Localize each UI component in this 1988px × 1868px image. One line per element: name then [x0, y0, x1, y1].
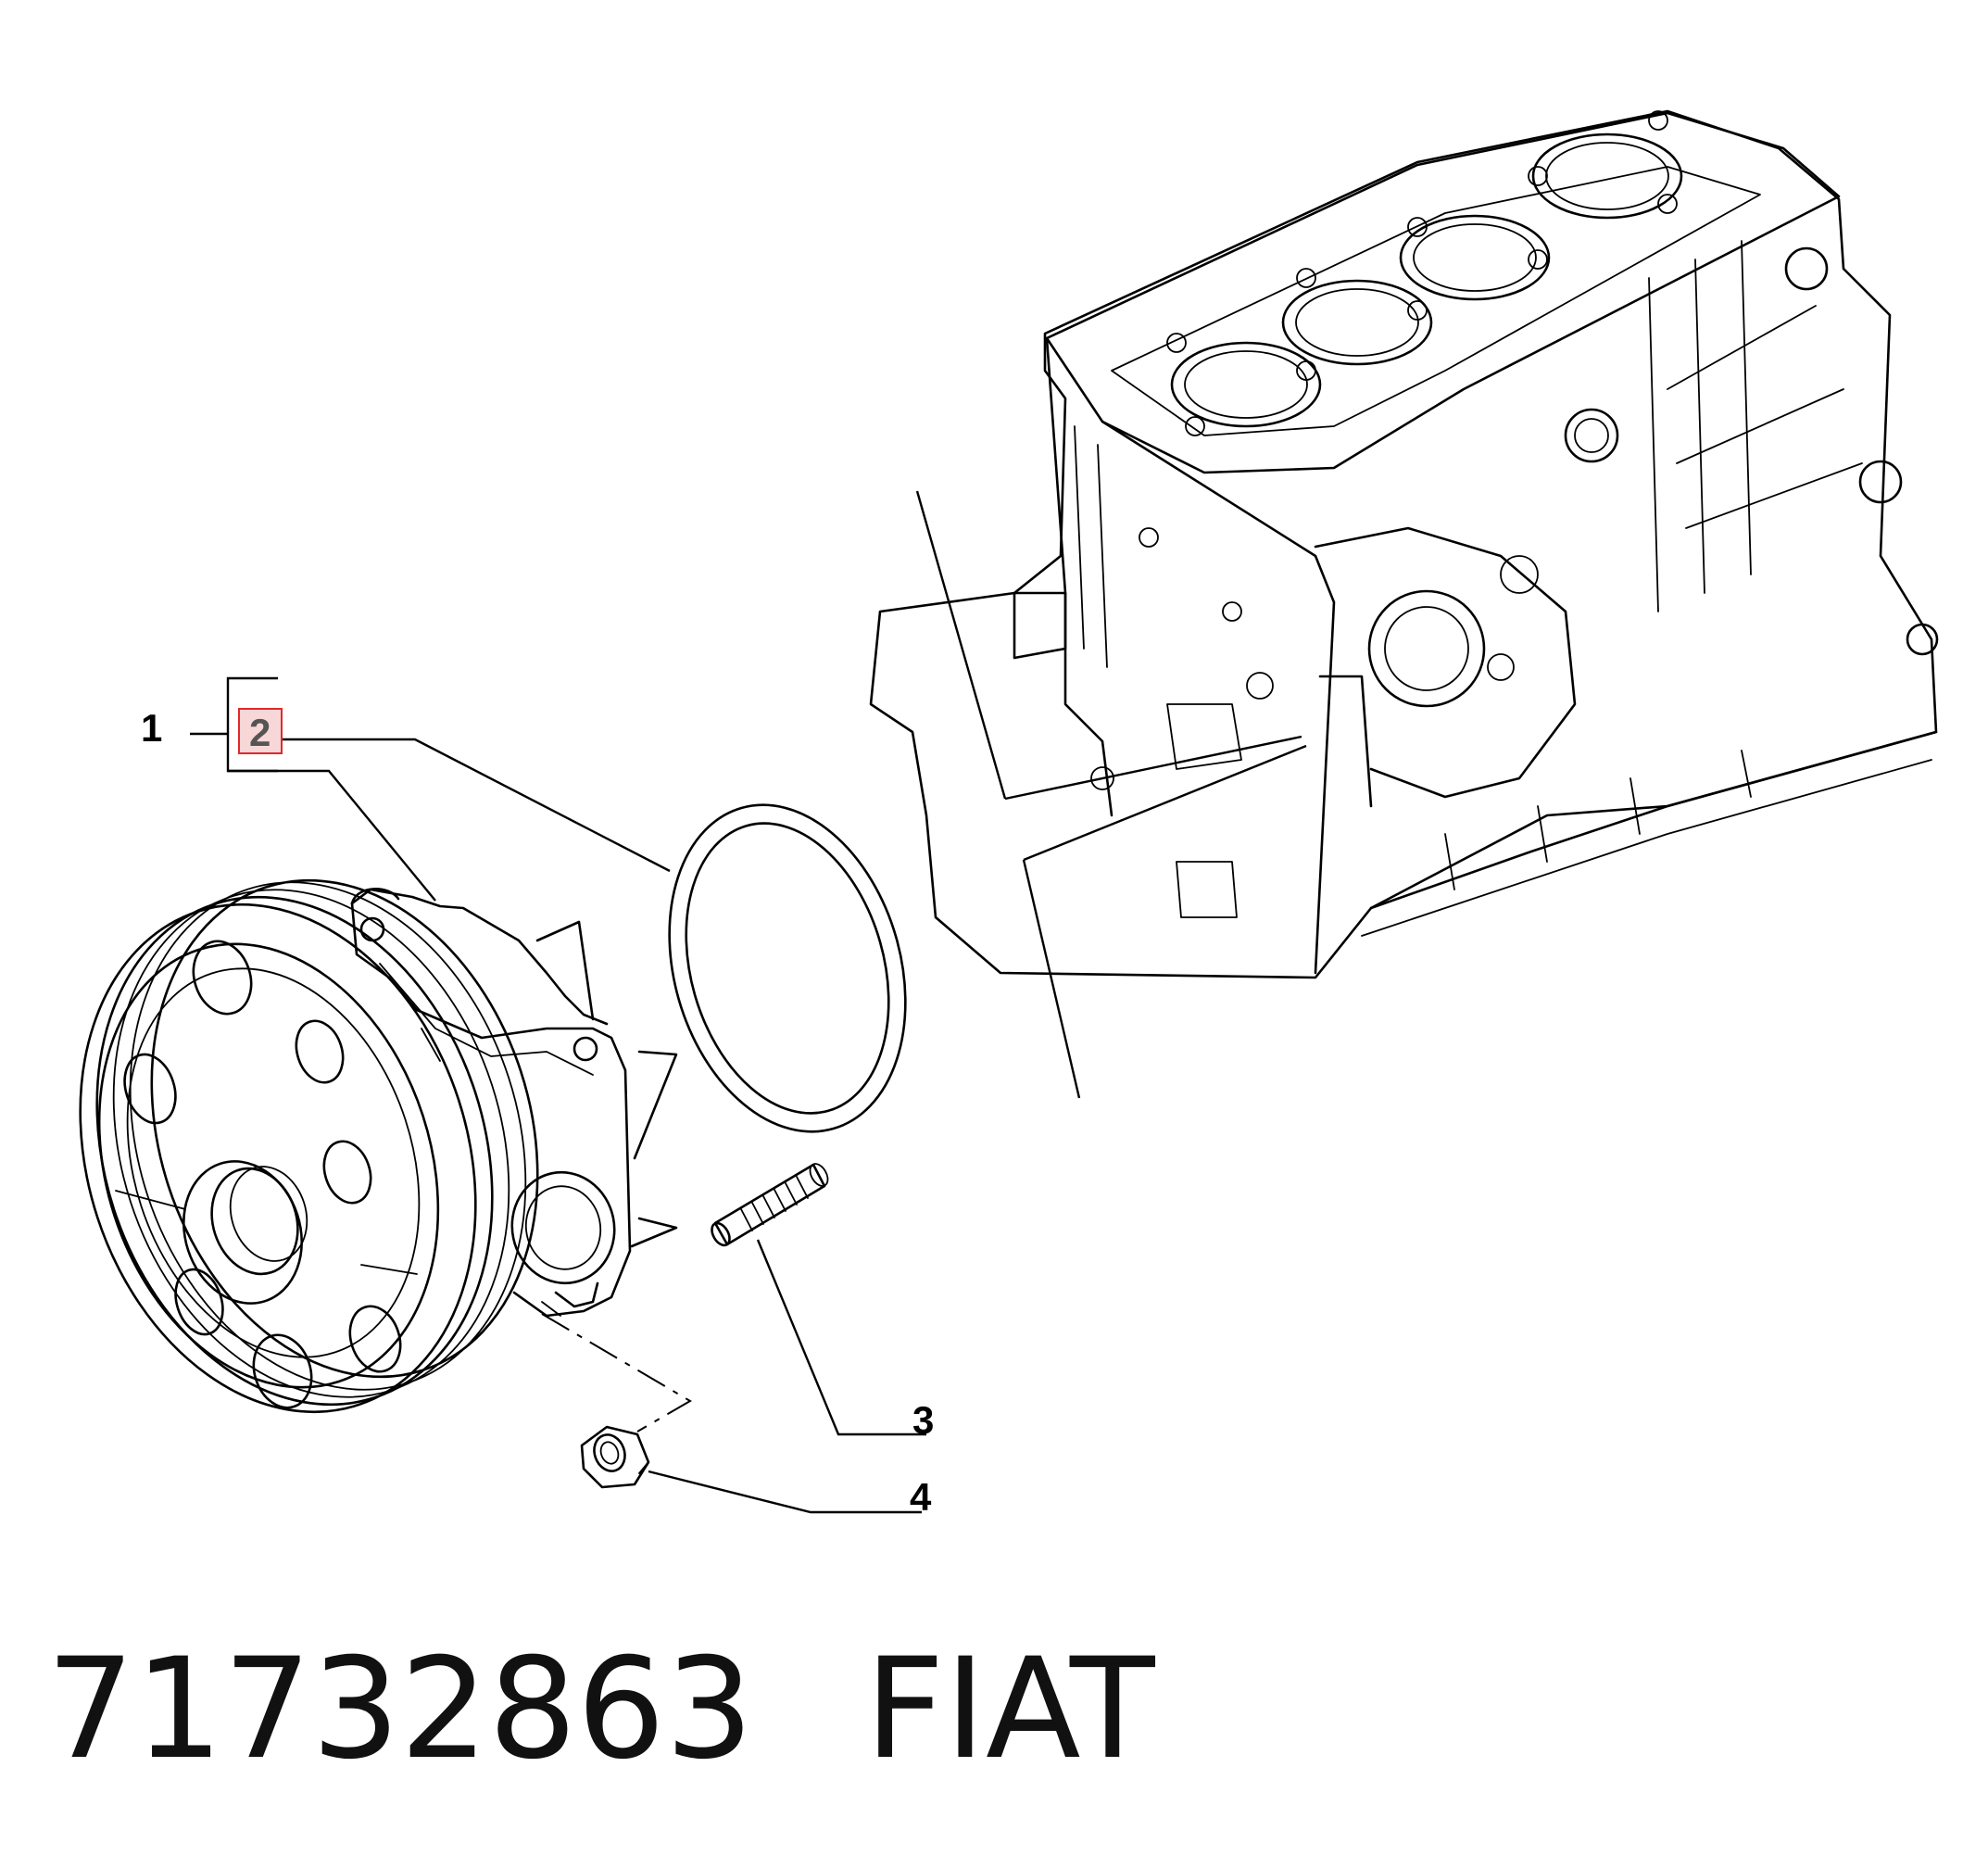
callout-leaders: [190, 676, 926, 1514]
hex-nut: [580, 1425, 650, 1489]
stud-bolt: [711, 1163, 829, 1247]
callout-4[interactable]: 4: [910, 1475, 932, 1519]
part-number: 71732863: [46, 1629, 754, 1790]
assembly-centerline: [541, 1313, 692, 1433]
callout-2-highlight: [238, 708, 283, 754]
engine-block: [869, 109, 1939, 979]
callout-3[interactable]: 3: [912, 1398, 934, 1442]
gasket-ring: [668, 803, 907, 1133]
water-pump: [79, 878, 678, 1414]
callout-2[interactable]: 2: [249, 711, 271, 754]
view-guide-lines: [915, 490, 1307, 1099]
brand-name: FIAT: [864, 1629, 1155, 1790]
callout-1[interactable]: 1: [141, 706, 162, 750]
